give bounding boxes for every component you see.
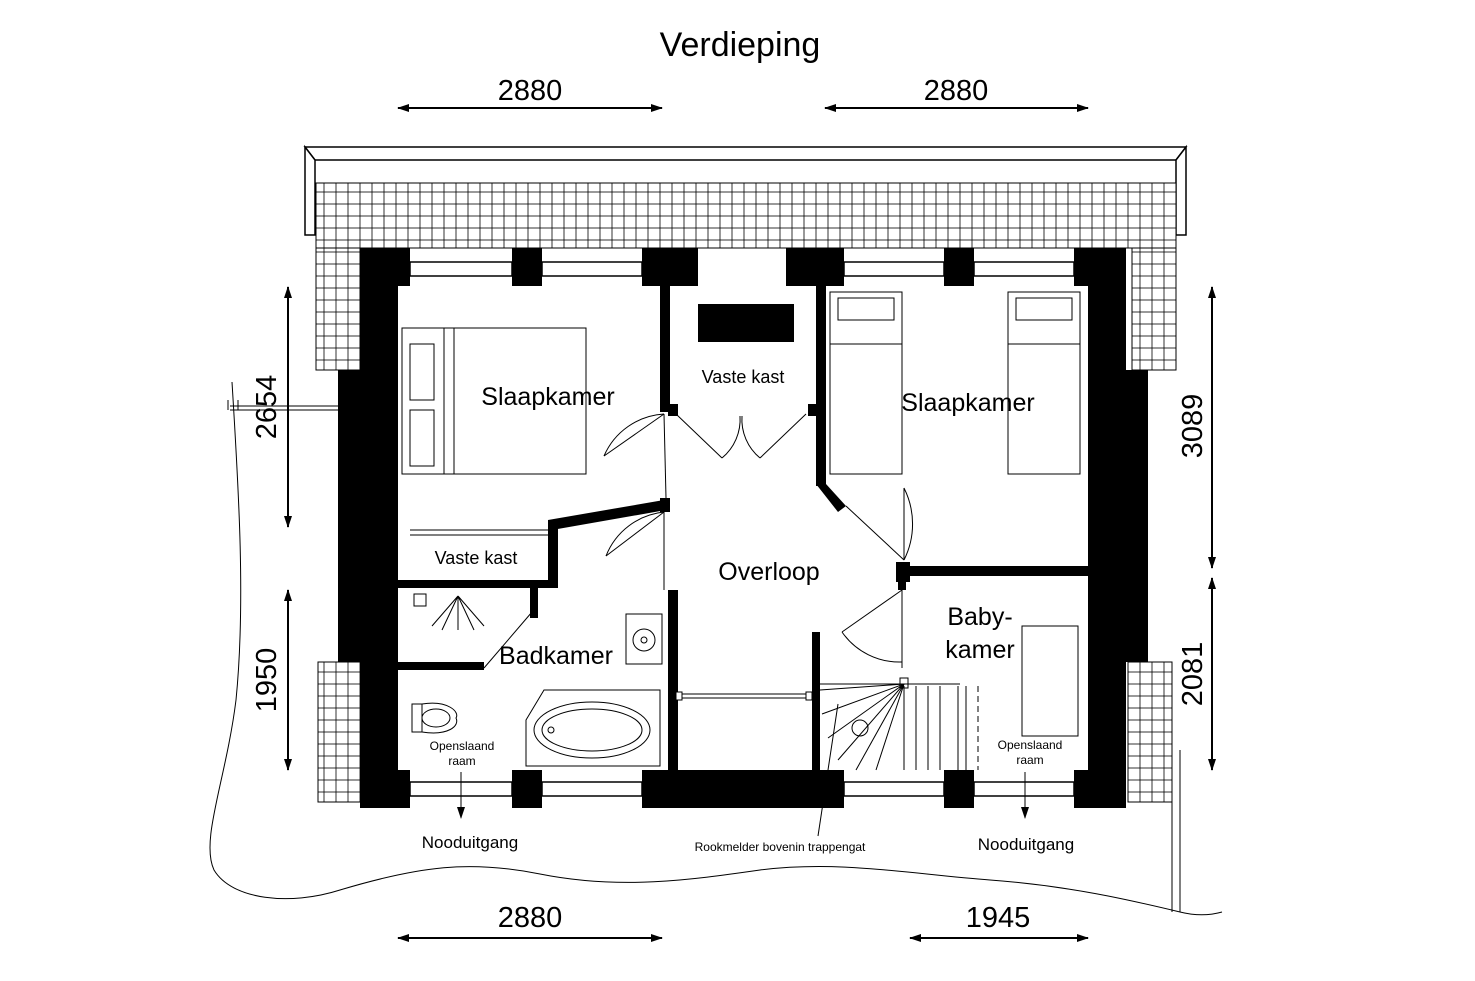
boundary-curve	[209, 381, 1223, 916]
dimension-bottom-left: 2880	[397, 902, 663, 942]
exterior-walls	[338, 248, 1148, 808]
staircase	[819, 677, 979, 771]
dimension-left-lower: 1950	[251, 589, 292, 771]
dimension-right-upper: 3089	[1177, 286, 1216, 569]
dimension-label: 2081	[1177, 642, 1209, 707]
interior-walls	[398, 286, 1088, 770]
rookmelder-leader	[817, 703, 839, 837]
railing	[675, 691, 813, 701]
room-label-vaste-kast-top: Vaste kast	[702, 367, 785, 387]
dimension-right-lower: 2081	[1177, 577, 1216, 771]
sink	[625, 613, 663, 665]
dimension-label: 2880	[924, 75, 989, 107]
dimension-label: 2880	[498, 902, 563, 934]
dimension-label: 2654	[251, 375, 283, 440]
annotation-nooduitgang-left: Nooduitgang	[422, 833, 518, 852]
dimension-bottom-right: 1945	[909, 902, 1089, 942]
double-bed	[401, 327, 587, 475]
room-label-overloop: Overloop	[718, 558, 819, 586]
roof-bottom	[317, 661, 1173, 803]
dimension-label: 1950	[251, 648, 283, 713]
crib	[1021, 625, 1079, 737]
roof-top	[303, 144, 1188, 371]
dimension-top-right: 2880	[824, 75, 1089, 112]
dimension-label: 2880	[498, 75, 563, 107]
annotation-openslaand-right-1: Openslaand	[998, 738, 1063, 752]
room-label-babykamer-2: kamer	[945, 636, 1014, 664]
plan-title: Verdieping	[660, 26, 821, 64]
dimension-label: 1945	[966, 902, 1031, 934]
shower	[413, 593, 533, 669]
dimension-left-upper: 2654	[251, 286, 292, 528]
annotation-rookmelder: Rookmelder bovenin trappengat	[695, 840, 866, 854]
windows	[409, 261, 1075, 797]
room-label-badkamer: Badkamer	[499, 642, 613, 670]
annotation-openslaand-right-2: raam	[1016, 753, 1043, 767]
dimension-label: 3089	[1177, 394, 1209, 459]
closet-left	[410, 529, 548, 536]
annotation-openslaand-left-2: raam	[448, 754, 475, 768]
single-beds	[829, 291, 1081, 475]
room-label-vaste-kast-left: Vaste kast	[435, 548, 518, 568]
room-label-slaapkamer-left: Slaapkamer	[481, 383, 614, 411]
bathtub	[525, 689, 661, 767]
annotation-nooduitgang-right: Nooduitgang	[978, 835, 1074, 854]
room-label-babykamer-1: Baby-	[947, 603, 1012, 631]
doors	[603, 413, 913, 668]
toilet	[411, 702, 458, 734]
room-label-slaapkamer-right: Slaapkamer	[901, 389, 1034, 417]
dimension-top-left: 2880	[397, 75, 663, 112]
annotation-openslaand-left-1: Openslaand	[430, 739, 495, 753]
